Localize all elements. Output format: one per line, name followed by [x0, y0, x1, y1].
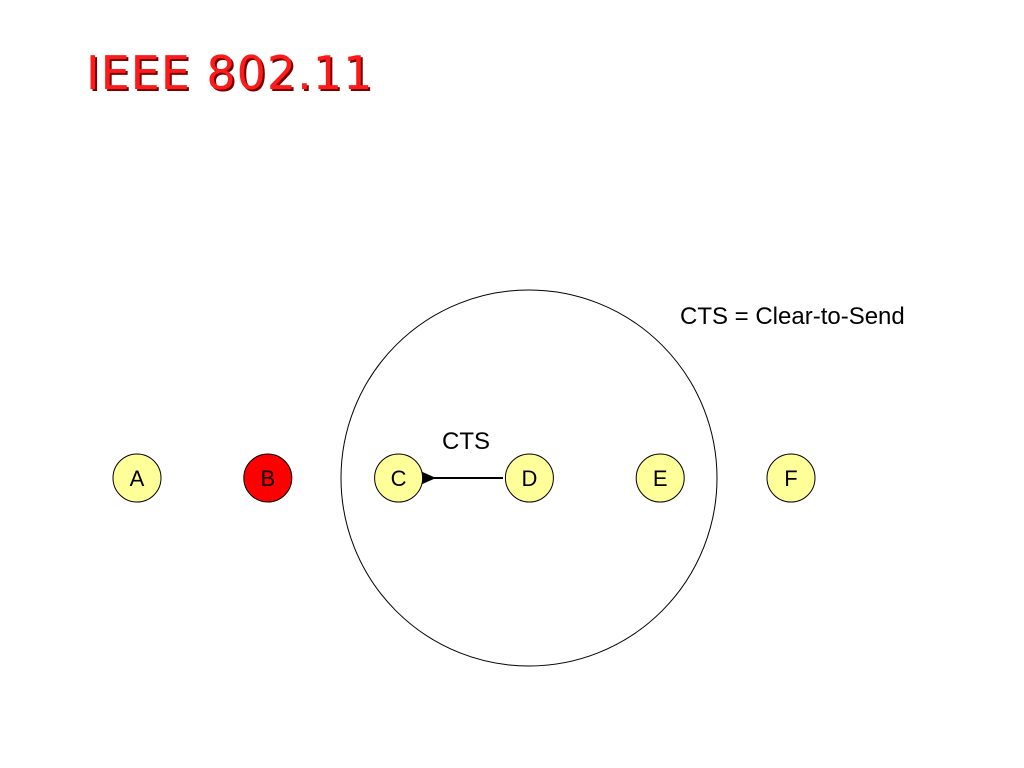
node-label: E — [653, 466, 668, 491]
node-circle — [112, 453, 162, 503]
node-label: C — [391, 466, 407, 491]
transmission-range-circle — [340, 289, 718, 667]
node-label: D — [521, 466, 537, 491]
node-c: C — [374, 453, 424, 503]
node-d: D — [504, 453, 554, 503]
node-f: F — [766, 453, 816, 503]
nodes-layer: A B C D E F — [112, 453, 816, 503]
node-circle — [766, 453, 816, 503]
node-circle — [504, 453, 554, 503]
node-circle — [635, 453, 685, 503]
node-b: B — [243, 453, 293, 503]
node-label: F — [784, 466, 797, 491]
node-label: B — [260, 466, 275, 491]
cts-arrow-label: CTS — [442, 428, 490, 455]
cts-legend: CTS = Clear-to-Send — [680, 303, 905, 330]
node-circle — [374, 453, 424, 503]
node-e: E — [635, 453, 685, 503]
node-label: A — [130, 466, 145, 491]
node-a: A — [112, 453, 162, 503]
node-circle — [243, 453, 293, 503]
slide-title: IEEE 802.11 — [86, 46, 374, 100]
